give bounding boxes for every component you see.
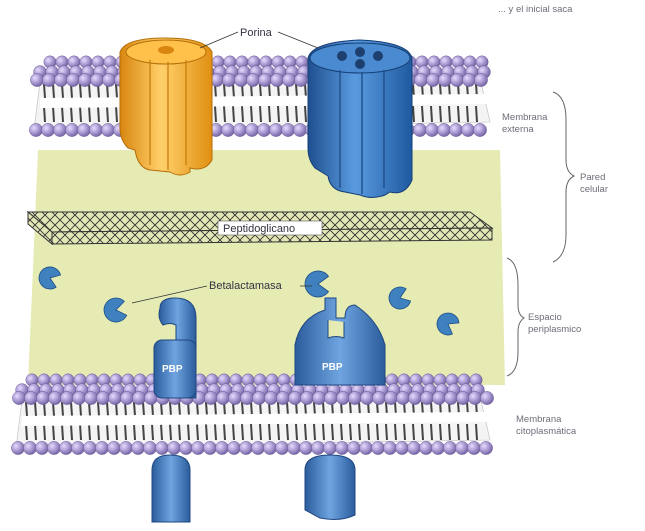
membrana-citoplasmatica-label-2: citoplasmática [516, 426, 577, 437]
cytoplasmic-membrane [11, 374, 493, 455]
pared-celular-bracket [553, 92, 574, 262]
pbp-right-label: PBP [322, 362, 343, 373]
espacio-periplasmico-label-1: Espacio [528, 312, 562, 323]
porin-blue [308, 40, 412, 198]
header-fragment-text: ... y el inicial saca [498, 4, 573, 15]
betalactamasa-label: Betalactamasa [209, 280, 283, 292]
porina-label: Porina [240, 27, 273, 39]
pared-celular-label-1: Pared [580, 172, 605, 183]
membrana-citoplasmatica-label-1: Membrana [516, 414, 562, 425]
peptidoglicano-label: Peptidoglicano [223, 223, 295, 235]
espacio-periplasmico-bracket [507, 258, 524, 376]
outer-membrane [29, 56, 490, 137]
membrana-externa-label-1: Membrana [502, 112, 548, 123]
membrana-externa-label-2: externa [502, 124, 534, 135]
periplasm-region [28, 150, 505, 385]
pbp-left-label: PBP [162, 364, 183, 375]
pared-celular-label-2: celular [580, 184, 608, 195]
espacio-periplasmico-label-2: periplasmico [528, 324, 581, 335]
